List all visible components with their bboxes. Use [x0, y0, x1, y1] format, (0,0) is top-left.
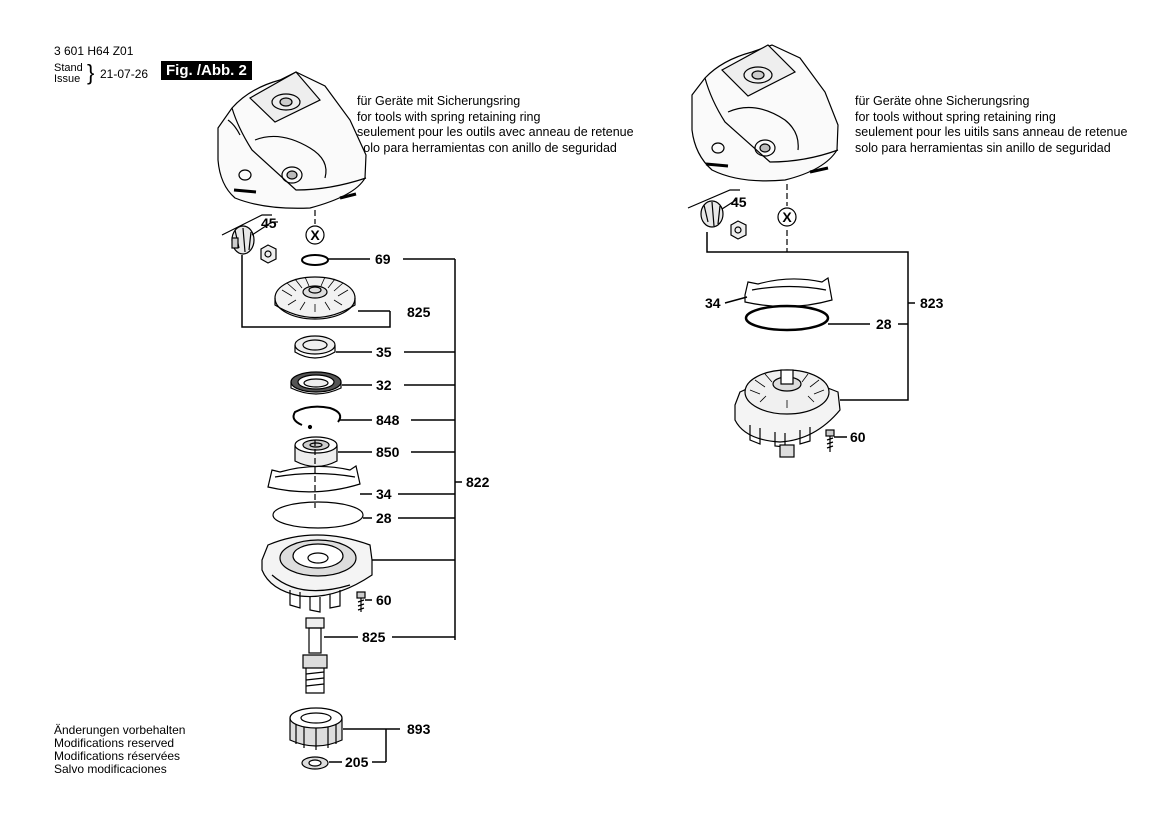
note-left: für Geräte mit Sicherungsring for tools … — [357, 94, 634, 156]
washer-205 — [301, 756, 329, 770]
note-right: für Geräte ohne Sicherungsring for tools… — [855, 94, 1127, 156]
note-right-line: seulement pour les uitils sans anneau de… — [855, 125, 1128, 139]
note-footer-line: Salvo modificaciones — [54, 762, 167, 776]
part-label-825: 825 — [407, 304, 431, 320]
shield-34-right — [744, 276, 833, 308]
x-marker-label: X — [310, 227, 320, 243]
part-label-34: 34 — [705, 295, 721, 311]
screw-60-right — [825, 429, 835, 452]
part-label-823: 823 — [920, 295, 944, 311]
nut-45-left — [260, 244, 277, 264]
leader-lines-left — [241, 255, 462, 763]
sleeve-35 — [294, 335, 336, 359]
spindle-825 — [302, 617, 328, 694]
note-left-line: for tools with spring retaining ring — [357, 109, 541, 124]
nut-45-right — [730, 220, 747, 240]
part-label-60: 60 — [376, 592, 392, 608]
pinion-gear-left — [231, 225, 255, 255]
part-label-28: 28 — [376, 510, 392, 526]
part-label-69: 69 — [375, 251, 391, 267]
part-label-45: 45 — [731, 194, 747, 210]
part-label-35: 35 — [376, 344, 392, 360]
part-label-893: 893 — [407, 721, 431, 737]
part-label-850: 850 — [376, 444, 400, 460]
flange-nut-893 — [289, 707, 343, 750]
flange-assembly-823 — [734, 369, 841, 458]
bearing-32 — [290, 371, 342, 395]
x-marker-circle — [777, 207, 797, 227]
part-label-60: 60 — [850, 429, 866, 445]
part-label-34: 34 — [376, 486, 392, 502]
stand-label: Stand — [54, 62, 83, 74]
part-label-45: 45 — [261, 215, 277, 231]
bevel-gear-825 — [274, 276, 356, 320]
note-footer-line: Modifications réservées — [54, 749, 181, 763]
issue-date: 21-07-26 — [100, 67, 149, 81]
x-marker-label: X — [782, 209, 792, 225]
snap-ring-848 — [292, 405, 342, 430]
gear-housing-left — [217, 71, 367, 209]
note-footer: Änderungen vorbehalten Modifications res… — [54, 724, 185, 776]
note-left-line: für Geräte mit Sicherungsring — [357, 94, 521, 108]
shield-34-left — [267, 465, 361, 493]
leader-lines-right — [706, 232, 915, 438]
part-label-28: 28 — [876, 316, 892, 332]
o-ring-28-left — [272, 501, 364, 529]
x-marker-circle — [305, 225, 325, 245]
circlip-69 — [301, 254, 329, 266]
note-right-line: für Geräte ohne Sicherungsring — [855, 94, 1030, 108]
note-left-line: seulement pour les outils avec anneau de… — [357, 125, 634, 139]
part-label-848: 848 — [376, 412, 400, 428]
document-number: 3 601 H64 Z01 — [54, 44, 134, 58]
brace-symbol: } — [87, 60, 95, 85]
note-footer-line: Änderungen vorbehalten — [54, 723, 186, 737]
note-right-line: for tools without spring retaining ring — [855, 109, 1056, 124]
screw-60-left — [356, 591, 366, 612]
bearing-850 — [294, 436, 338, 468]
part-label-32: 32 — [376, 377, 392, 393]
note-left-line: solo para herramientas con anillo de seg… — [357, 140, 617, 155]
issue-label: Issue — [54, 73, 81, 85]
figure-label: Fig. /Abb. 2 — [161, 61, 252, 80]
note-footer-line: Modifications reserved — [54, 736, 175, 750]
note-right-line: solo para herramientas sin anillo de seg… — [855, 140, 1111, 155]
part-label-205: 205 — [345, 754, 369, 770]
gear-housing-right — [691, 44, 839, 182]
part-label-822: 822 — [466, 474, 490, 490]
pinion-gear-right — [700, 200, 724, 228]
part-label-825: 825 — [362, 629, 386, 645]
o-ring-28-right — [744, 304, 830, 332]
bearing-flange-left — [261, 534, 373, 613]
